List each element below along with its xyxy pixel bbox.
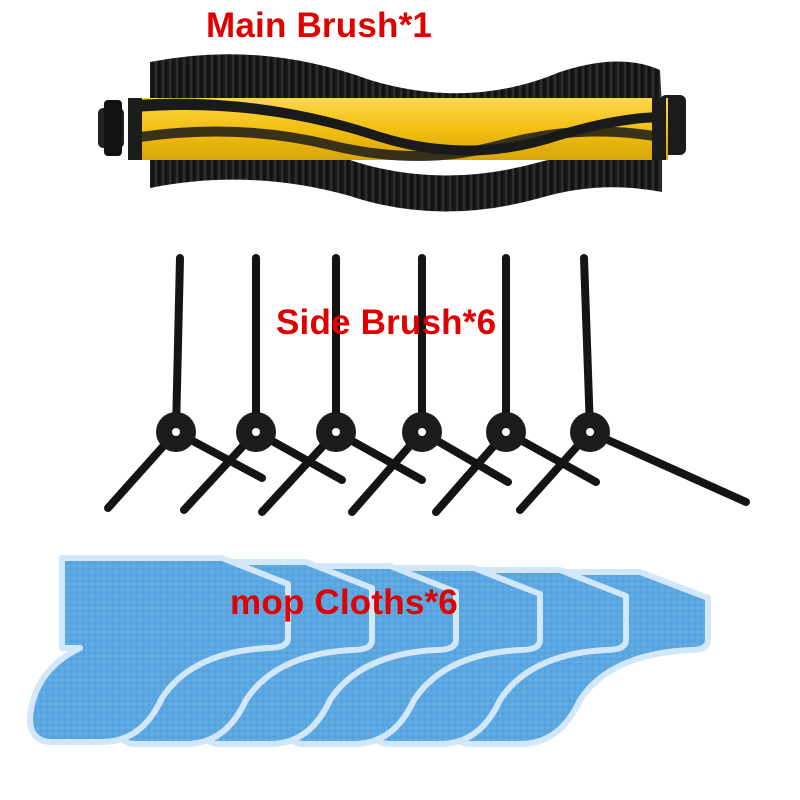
side-brush-6 (516, 254, 750, 514)
main-brush (98, 54, 686, 212)
mop-cloths-label: mop Cloths*6 (230, 583, 458, 622)
side-brush-4 (348, 254, 512, 516)
side-brush-2 (180, 254, 346, 514)
mop-cloths (27, 555, 711, 747)
main-brush-label: Main Brush*1 (206, 6, 433, 45)
side-brush-hub-holes (172, 428, 594, 436)
side-brushes (104, 254, 750, 516)
side-brush-3 (258, 254, 426, 516)
side-brush-5 (432, 254, 600, 516)
side-brush-1 (104, 254, 266, 512)
side-brush-label: Side Brush*6 (276, 303, 497, 342)
mop-cloth-1 (27, 555, 291, 745)
